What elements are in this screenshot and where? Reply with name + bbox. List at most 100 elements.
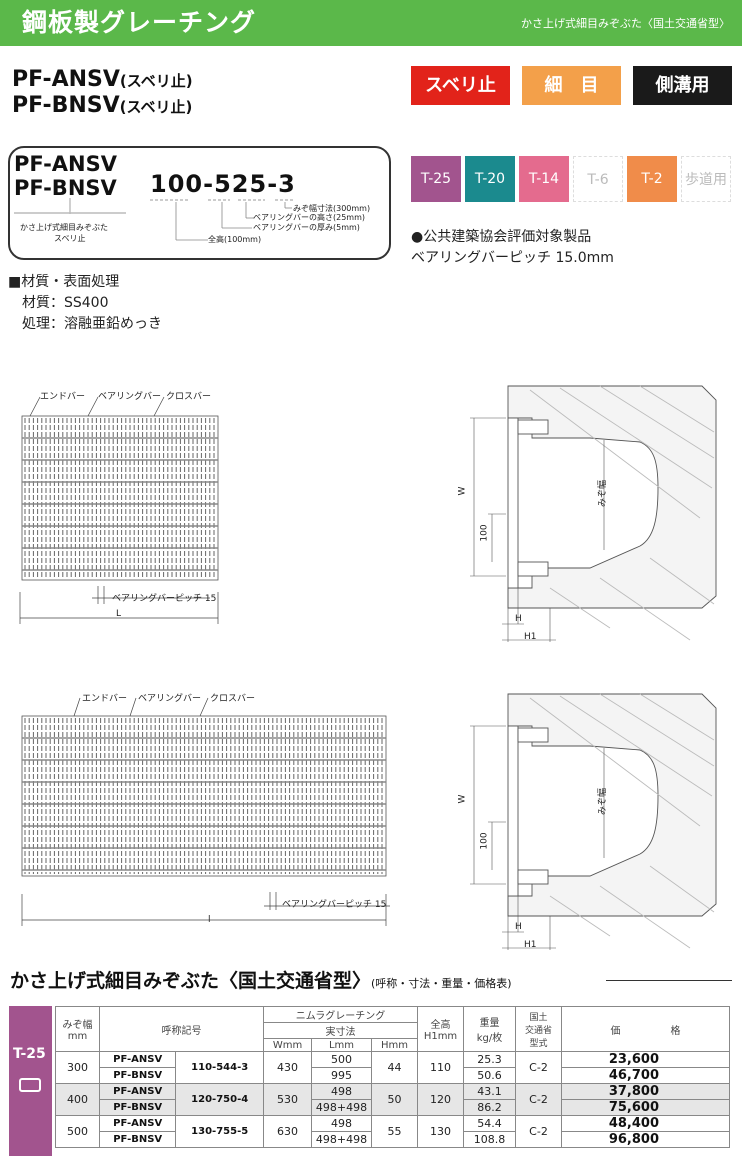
table-cell: 300 [55, 1051, 100, 1084]
title-rule [606, 980, 732, 981]
th-code: 呼称記号 [99, 1006, 264, 1052]
table-cell: PF-BNSV [98, 1099, 177, 1116]
table-cell: C-2 [515, 1115, 562, 1148]
tag-slip-resistant: スベリ止 [411, 66, 510, 105]
table-cell: 44 [371, 1051, 418, 1084]
side-load-badge-label: T-25 [13, 1046, 46, 1062]
table-cell: 110 [417, 1051, 464, 1084]
th-mlit: 国土 交通省 型式 [515, 1006, 562, 1052]
sec2-label-groove: みぞ幅 [598, 787, 609, 816]
table-cell: 50.6 [463, 1067, 516, 1084]
load-class-t20: T-20 [465, 156, 515, 202]
table-cell: 43.1 [463, 1083, 516, 1100]
table-cell: C-2 [515, 1083, 562, 1116]
sec1-label-100: 100 [479, 524, 490, 542]
side-load-badge: T-25 [9, 1006, 52, 1156]
code-explainer-box: PF-ANSV PF-BNSV かさ上げ式細目みぞぶた スベリ止 100-525… [8, 146, 391, 260]
table-cell: 120 [417, 1083, 464, 1116]
table-cell: PF-BNSV [98, 1067, 177, 1084]
grating-section [507, 417, 519, 589]
table-cell: C-2 [515, 1051, 562, 1084]
d2-label-bearing-bar: ベアリングバー [138, 694, 202, 704]
table-cell: 530 [263, 1083, 312, 1116]
table-cell: 430 [263, 1051, 312, 1084]
table-cell: 995 [311, 1067, 372, 1084]
grating-plan-diagram-short [19, 396, 219, 624]
load-class-t14: T-14 [519, 156, 569, 202]
th-nimura: ニムラグレーチング [263, 1006, 418, 1023]
sec1-label-h1: H1 [524, 632, 537, 642]
table-cell: PF-ANSV [98, 1115, 177, 1132]
page-header: 鋼板製グレーチング かさ上げ式細目みぞぶた〈国土交通省型〉 [0, 0, 742, 46]
codebox-desc-1: かさ上げ式細目みぞぶた [20, 223, 108, 232]
table-cell: 498+498 [311, 1099, 372, 1116]
th-height: 全高 H1mm [417, 1006, 464, 1052]
load-class-t2: T-2 [627, 156, 677, 202]
price-table: みぞ幅 mm 呼称記号 ニムラグレーチング 全高 H1mm 重量 kg/枚 国土… [55, 1006, 730, 1148]
code-legend-bar-height: ベアリングバーの高さ(25mm) [253, 213, 366, 222]
table-cell: 55 [371, 1115, 418, 1148]
sec2-label-h: H [515, 922, 522, 932]
table-cell: 130 [417, 1115, 464, 1148]
table-cell: PF-BNSV [98, 1131, 177, 1148]
th-price: 価 格 [561, 1006, 730, 1052]
table-cell: 498 [311, 1083, 372, 1100]
table-cell: 75,600 [561, 1099, 730, 1116]
d1-label-cross-bar: クロスバー [166, 392, 212, 402]
treatment-line: 処理：溶融亜鉛めっき [22, 316, 162, 332]
code-string: 100-525-3 [150, 170, 296, 198]
th-weight: 重量 kg/枚 [463, 1006, 516, 1052]
table-cell: 96,800 [561, 1131, 730, 1148]
table-cell: 500 [311, 1051, 372, 1068]
d2-label-end-bar: エンドバー [82, 694, 128, 704]
section-diagram-short [470, 385, 717, 642]
d2-label-pitch: ベアリングバーピッチ 15 [282, 900, 387, 910]
certification-note: ●公共建築協会評価対象製品 [411, 229, 592, 245]
table-cell: PF-ANSV [98, 1051, 177, 1068]
th-h: Hmm [371, 1038, 418, 1052]
load-class-sidewalk: 歩道用 [681, 156, 731, 202]
table-cell: 108.8 [463, 1131, 516, 1148]
sec2-label-w: W [457, 794, 468, 804]
table-cell: 37,800 [561, 1083, 730, 1100]
material-heading: ■材質・表面処理 [8, 274, 120, 290]
table-title-main: かさ上げ式細目みぞぶた〈国土交通省型〉 [10, 970, 372, 992]
table-cell: 630 [263, 1115, 312, 1148]
table-cell: 120-750-4 [175, 1083, 264, 1116]
model-b-label: PF-BNSV [12, 93, 120, 118]
table-cell: 400 [55, 1083, 100, 1116]
codebox-model-b: PF-BNSV [14, 176, 117, 200]
d2-label-length: l [208, 915, 211, 925]
table-cell: 54.4 [463, 1115, 516, 1132]
model-name-a: PF-ANSV(スベリ止) [12, 66, 193, 95]
code-sep-2: - [267, 170, 279, 198]
table-cell: 130-755-5 [175, 1115, 264, 1148]
codebox-model-a: PF-ANSV [14, 152, 118, 176]
code-sep-1: - [203, 170, 215, 198]
load-class-t6: T-6 [573, 156, 623, 202]
d2-label-cross-bar: クロスバー [210, 694, 256, 704]
d1-label-end-bar: エンドバー [40, 392, 86, 402]
th-w: Wmm [263, 1038, 312, 1052]
table-cell: PF-ANSV [98, 1083, 177, 1100]
code-leader-lines [14, 198, 295, 241]
model-name-b: PF-BNSV(スベリ止) [12, 92, 192, 121]
pitch-note: ベアリングバーピッチ 15.0mm [411, 250, 614, 266]
model-a-note: (スベリ止) [119, 72, 193, 90]
table-cell: 110-544-3 [175, 1051, 264, 1084]
tag-fine-mesh: 細 目 [522, 66, 621, 105]
codebox-desc-2: スベリ止 [54, 234, 86, 243]
sec1-label-w: W [457, 486, 468, 496]
sec1-label-h: H [515, 614, 522, 624]
table-cell: 23,600 [561, 1051, 730, 1068]
d1-label-bearing-bar: ベアリングバー [98, 392, 162, 402]
th-dims: 実寸法 [263, 1022, 418, 1039]
code-thickness: 5 [214, 170, 232, 198]
code-width: 3 [278, 170, 296, 198]
table-cell: 86.2 [463, 1099, 516, 1116]
